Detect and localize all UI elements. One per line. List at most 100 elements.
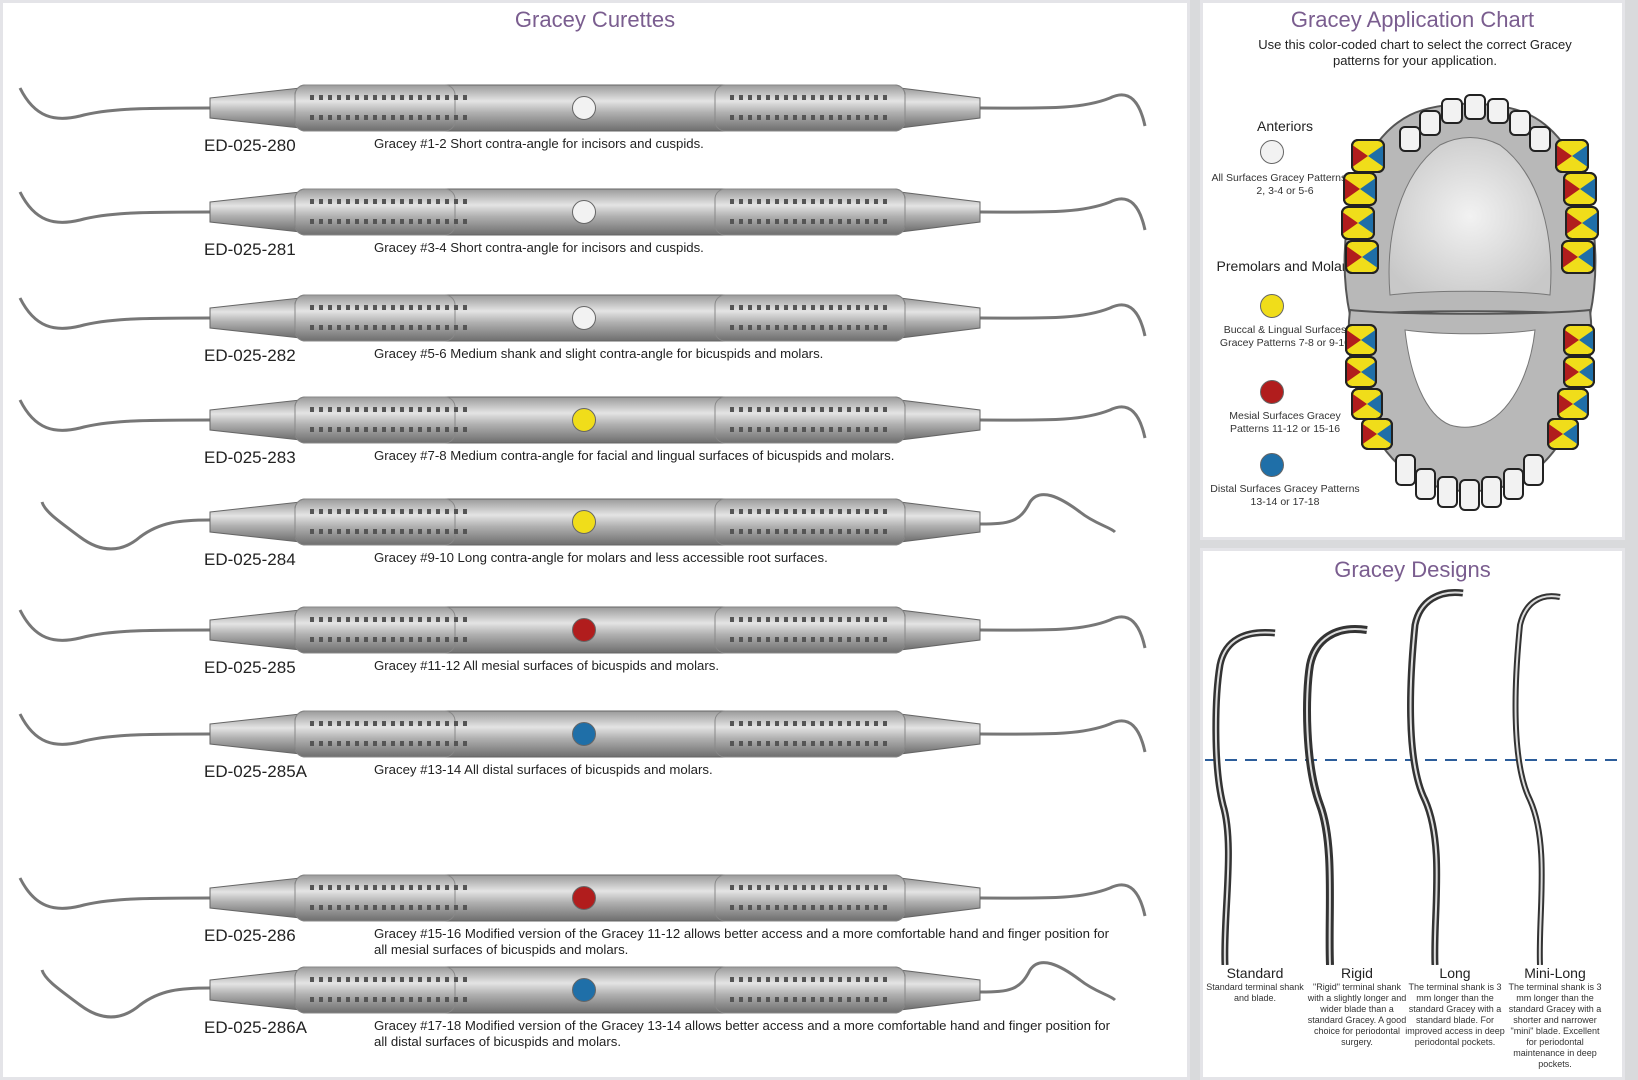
color-code-dot <box>572 978 596 1002</box>
curette-instrument-graphic <box>18 710 1147 758</box>
dental-arch-diagram <box>1341 94 1599 511</box>
design-name: Rigid <box>1341 965 1373 981</box>
design-description: The terminal shank is 3 mm longer than t… <box>1405 982 1505 1047</box>
anterior-tooth <box>1459 479 1480 511</box>
curette-item: ED-025-285 Gracey #11-12 All mesial surfa… <box>0 600 1190 680</box>
molar-tooth <box>1345 240 1379 274</box>
legend-buccal-text: Buccal & Lingual Surfaces Gracey Pattern… <box>1219 324 1351 349</box>
color-code-dot <box>572 306 596 330</box>
molar-tooth <box>1351 139 1385 173</box>
legend-mesial-text: Mesial Surfaces Gracey Patterns 11-12 or… <box>1229 410 1341 435</box>
curette-code: ED-025-286 <box>204 926 296 945</box>
design-name: Long <box>1439 965 1471 981</box>
color-code-dot <box>572 618 596 642</box>
color-code-dot <box>572 510 596 534</box>
color-code-dot <box>572 408 596 432</box>
legend-anteriors-heading: Anteriors <box>1256 118 1314 134</box>
application-chart-intro: Use this color-coded chart to select the… <box>1258 37 1572 68</box>
color-code-dot <box>572 200 596 224</box>
legend-anteriors-text: All Surfaces Gracey Patterns 1-2, 3-4 or… <box>1211 172 1359 197</box>
curette-instrument-graphic <box>18 396 1147 444</box>
molar-tooth <box>1557 388 1589 420</box>
molar-tooth <box>1561 240 1595 274</box>
standard-shank <box>1212 628 1276 965</box>
curette-code: ED-025-282 <box>204 346 296 365</box>
design-name: Standard <box>1226 965 1284 981</box>
curette-description: Gracey #11-12 All mesial surfaces of bic… <box>374 658 719 673</box>
design-description: Standard terminal shank and blade. <box>1206 982 1304 1003</box>
curette-description: Gracey #17-18 Modified version of the Gr… <box>374 1018 1110 1049</box>
curette-instrument-graphic <box>40 961 1117 1019</box>
curette-description: Gracey #13-14 All distal surfaces of bic… <box>374 762 713 777</box>
molar-tooth <box>1351 388 1383 420</box>
anterior-tooth <box>1437 476 1458 508</box>
curette-description: Gracey #1-2 Short contra-angle for incis… <box>374 136 704 151</box>
molar-tooth <box>1345 324 1377 356</box>
curette-instrument-graphic <box>18 188 1147 236</box>
molar-tooth <box>1555 139 1589 173</box>
color-code-dot <box>572 886 596 910</box>
color-code-dot <box>572 722 596 746</box>
anterior-tooth <box>1441 98 1463 124</box>
curette-description: Gracey #15-16 Modified version of the Gr… <box>374 926 1109 957</box>
anterior-tooth <box>1523 454 1544 486</box>
molar-tooth <box>1547 418 1579 450</box>
curette-code: ED-025-280 <box>204 136 296 155</box>
legend-distal-text: Distal Surfaces Gracey Patterns 13-14 or… <box>1210 483 1360 508</box>
rigid-shank <box>1303 625 1368 965</box>
molar-tooth <box>1563 356 1595 388</box>
molar-tooth <box>1563 172 1597 206</box>
anterior-tooth <box>1503 468 1524 500</box>
molar-tooth <box>1565 206 1599 240</box>
curette-code: ED-025-285A <box>204 762 308 781</box>
curette-instrument-graphic <box>18 84 1147 132</box>
curette-code: ED-025-286A <box>204 1018 308 1037</box>
molar-tooth <box>1343 172 1377 206</box>
legend-anterior-dot <box>1260 140 1284 164</box>
legend-distal-dot <box>1260 453 1284 477</box>
anterior-tooth <box>1464 94 1486 120</box>
curettes-title: Gracey Curettes <box>514 7 676 32</box>
molar-tooth <box>1361 418 1393 450</box>
anterior-tooth <box>1415 468 1436 500</box>
anterior-tooth <box>1399 126 1421 152</box>
legend-premolars-heading: Premolars and Molars <box>1216 258 1354 274</box>
design-description: The terminal shank is 3 mm longer than t… <box>1508 982 1602 1069</box>
gracey-designs-title: Gracey Designs <box>1334 557 1491 582</box>
curette-item: ED-025-284 Gracey #9-10 Long contra-angle… <box>0 492 1190 572</box>
curette-code: ED-025-284 <box>204 550 296 569</box>
molar-tooth <box>1563 324 1595 356</box>
curette-description: Gracey #5-6 Medium shank and slight cont… <box>374 346 824 361</box>
curette-item: ED-025-280 Gracey #1-2 Short contra-angle… <box>0 78 1190 158</box>
anterior-tooth <box>1395 454 1416 486</box>
curette-instrument-graphic <box>40 493 1117 551</box>
application-chart-title: Gracey Application Chart <box>1290 7 1535 32</box>
curette-item: ED-025-282 Gracey #5-6 Medium shank and s… <box>0 288 1190 368</box>
curette-description: Gracey #9-10 Long contra-angle for molar… <box>374 550 828 565</box>
design-description: "Rigid" terminal shank with a slightly l… <box>1307 982 1407 1047</box>
curette-item: ED-025-286 Gracey #15-16 Modified version… <box>0 868 1190 957</box>
anterior-tooth <box>1419 110 1441 136</box>
legend-mesial-dot <box>1260 380 1284 404</box>
design-name: Mini-Long <box>1524 965 1586 981</box>
curette-instrument-graphic <box>18 874 1147 922</box>
legend-buccal-dot <box>1260 294 1284 318</box>
design-shanks-diagram <box>1205 588 1620 965</box>
molar-tooth <box>1345 356 1377 388</box>
curette-code: ED-025-285 <box>204 658 296 677</box>
color-code-dot <box>572 96 596 120</box>
curette-instrument-graphic <box>18 294 1147 342</box>
anterior-tooth <box>1487 98 1509 124</box>
curette-item: ED-025-285A Gracey #13-14 All distal surf… <box>0 704 1190 784</box>
anterior-tooth <box>1509 110 1531 136</box>
anterior-tooth <box>1481 476 1502 508</box>
upper-palate <box>1388 137 1552 296</box>
lower-tongue-space <box>1404 329 1536 428</box>
curette-item: ED-025-286A Gracey #17-18 Modified versio… <box>0 960 1190 1049</box>
molar-tooth <box>1341 206 1375 240</box>
curette-code: ED-025-281 <box>204 240 296 259</box>
curette-description: Gracey #7-8 Medium contra-angle for faci… <box>374 448 895 463</box>
anterior-tooth <box>1529 126 1551 152</box>
